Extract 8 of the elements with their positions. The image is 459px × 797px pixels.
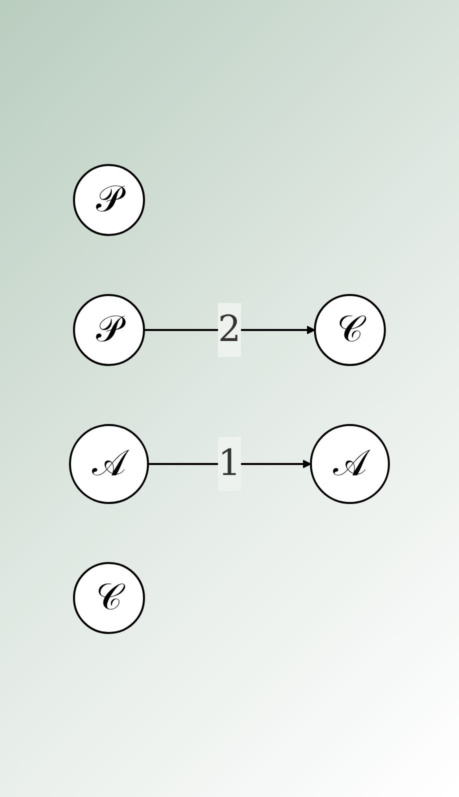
edge-label: 1 <box>218 442 241 484</box>
node-circle: 𝒫 <box>73 294 146 366</box>
node-circle: 𝒫 <box>73 164 146 236</box>
edge-label: 2 <box>218 308 241 350</box>
node-circle: 𝒜 <box>310 424 390 504</box>
node-circle: 𝒜 <box>69 424 150 504</box>
node-circle: 𝒞 <box>73 562 146 634</box>
node-circle: 𝒞 <box>314 294 386 366</box>
